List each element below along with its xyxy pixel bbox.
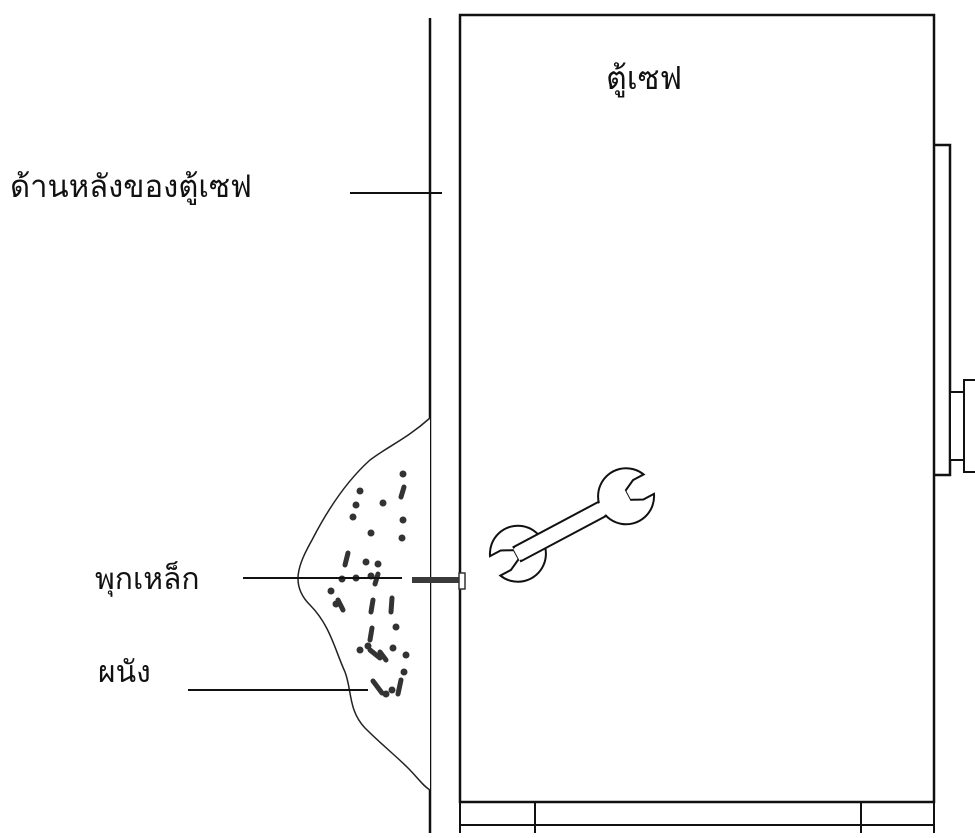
wrench-icon — [488, 467, 656, 583]
wall-label: ผนัง — [98, 655, 151, 690]
safe-back-label: ด้านหลังของตู้เซฟ — [10, 169, 252, 205]
steel-anchor-label: พุกเหล็ก — [95, 562, 200, 597]
safe-door-edge — [934, 143, 952, 477]
safe-title-label: ตู้เซฟ — [606, 59, 683, 97]
wall-debris — [327, 470, 410, 698]
safe-handle — [949, 379, 975, 473]
wall-cutaway — [297, 417, 431, 791]
steel-anchor-bolt — [412, 577, 459, 583]
steel-anchor-head — [458, 572, 466, 590]
safe-body — [458, 13, 936, 804]
